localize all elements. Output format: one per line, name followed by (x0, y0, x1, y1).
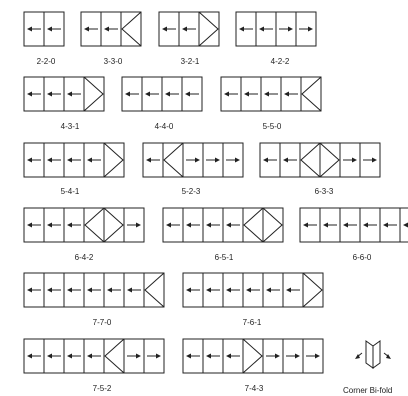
door-diagram: 7-7-0 (24, 273, 164, 327)
door-diagram: 4-3-1 (24, 77, 104, 131)
configuration-label: 4-4-0 (155, 122, 174, 131)
corner-bifold-icon (355, 341, 391, 368)
diagram-grid: 2-2-0 3-3-0 3-2-1 4-2-2 4-3-1 4-4-0 5-5-0 5-4-1… (24, 12, 408, 393)
configuration-label: 7-5-2 (93, 384, 112, 393)
configuration-label: 5-2-3 (182, 187, 201, 196)
configuration-label: 7-7-0 (93, 318, 112, 327)
configuration-label: 6-5-1 (215, 253, 234, 262)
configuration-label: 7-4-3 (245, 384, 264, 393)
door-diagram: 4-4-0 (122, 77, 202, 131)
configuration-label: 4-3-1 (61, 122, 80, 131)
door-diagram: 6-4-2 (24, 208, 144, 262)
door-diagram: 5-5-0 (221, 77, 321, 131)
configuration-label: 5-4-1 (61, 187, 80, 196)
configuration-label: 4-2-2 (271, 57, 290, 66)
door-frame (183, 339, 323, 373)
configuration-label: 3-3-0 (104, 57, 123, 66)
configuration-label: 6-4-2 (75, 253, 94, 262)
door-diagram: 6-5-1 (163, 208, 283, 262)
corner-bifold-diagram: Corner Bi-fold (343, 341, 392, 395)
door-diagram: 7-4-3 (183, 339, 323, 393)
door-diagram: 3-2-1 (159, 12, 219, 66)
door-diagram: 3-3-0 (81, 12, 141, 66)
door-diagram: 2-2-0 (24, 12, 64, 66)
door-diagram: 6-3-3 (260, 143, 380, 196)
configuration-label: 2-2-0 (37, 57, 56, 66)
door-diagram: 7-6-1 (183, 273, 323, 327)
door-diagram: 5-4-1 (24, 143, 124, 196)
configuration-label: 5-5-0 (263, 122, 282, 131)
door-diagram: 6-6-0 (300, 208, 408, 262)
configuration-label: 6-6-0 (353, 253, 372, 262)
door-diagram: 7-5-2 (24, 339, 164, 393)
configuration-label: 3-2-1 (181, 57, 200, 66)
corner-bifold-label: Corner Bi-fold (343, 386, 392, 395)
configuration-label: 7-6-1 (243, 318, 262, 327)
door-diagram: 4-2-2 (236, 12, 316, 66)
door-diagram: 5-2-3 (143, 143, 243, 196)
configuration-label: 6-3-3 (315, 187, 334, 196)
